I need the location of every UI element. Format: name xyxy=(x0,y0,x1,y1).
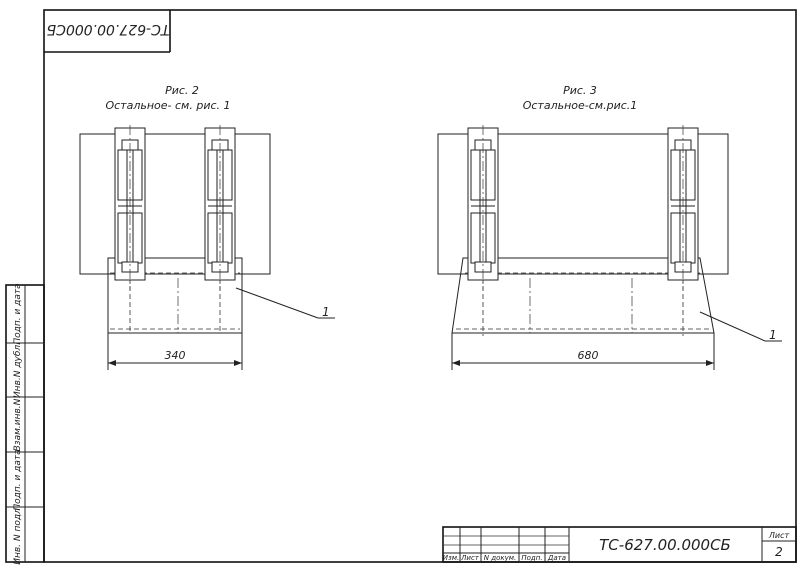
figure-3-bolt-left xyxy=(467,125,499,290)
stamp-inv-dubl: Инв.N дубл. xyxy=(13,342,23,398)
figure-3-note: Остальное-см.рис.1 xyxy=(523,99,638,112)
figure-2-caption: Рис. 2 xyxy=(165,84,199,97)
figure-3: Рис. 3 Остальное-см.рис.1 xyxy=(437,84,782,370)
sheet-number: 2 xyxy=(775,545,783,559)
col-list: Лист xyxy=(460,554,480,562)
figure-2-bolt-left xyxy=(114,125,146,290)
figure-2-leader xyxy=(235,287,319,319)
title-block: Изм. Лист N докум. Подп. Дата ТС-627.00.… xyxy=(442,526,797,563)
figure-2-note: Остальное- см. рис. 1 xyxy=(105,99,230,112)
figure-2-dimension-value: 340 xyxy=(165,349,186,362)
stamp-podp-data-2: Подп. и дата xyxy=(13,283,23,344)
figure-2-beam xyxy=(79,133,271,275)
col-izm: Изм. xyxy=(443,554,459,562)
drawing-code: ТС-627.00.000СБ xyxy=(599,536,731,554)
figure-3-callout: 1 xyxy=(769,328,777,342)
top-code-text: ТС-627.00.000СБ xyxy=(47,21,170,37)
col-data: Дата xyxy=(547,554,566,562)
figure-3-beam xyxy=(437,133,729,275)
stamp-podp-data-1: Подп. и дата xyxy=(13,449,23,510)
figure-3-dimension: 680 xyxy=(451,333,715,370)
figure-3-dimension-value: 680 xyxy=(578,349,599,362)
stamp-inv-podl: Инв. N подл. xyxy=(13,505,23,564)
top-code-box: ТС-627.00.000СБ xyxy=(47,21,170,37)
side-stamp: Подп. и дата Инв.N дубл. Взам.инв.N Подп… xyxy=(5,283,45,565)
figure-2-bolt-right xyxy=(204,125,236,290)
stamp-vzam-inv: Взам.инв.N xyxy=(13,398,23,451)
figure-2-callout: 1 xyxy=(322,305,330,319)
figure-2: Рис. 2 Остальное- см. рис. 1 xyxy=(79,84,335,370)
figure-3-caption: Рис. 3 xyxy=(563,84,597,97)
col-podp: Подп. xyxy=(521,554,542,562)
sheet-label: Лист xyxy=(768,531,790,540)
figure-3-bolt-right xyxy=(667,125,699,290)
figure-2-base xyxy=(107,257,243,334)
col-ndokum: N докум. xyxy=(484,554,516,562)
figure-3-leader xyxy=(699,311,766,342)
figure-2-dimension: 340 xyxy=(107,333,243,370)
